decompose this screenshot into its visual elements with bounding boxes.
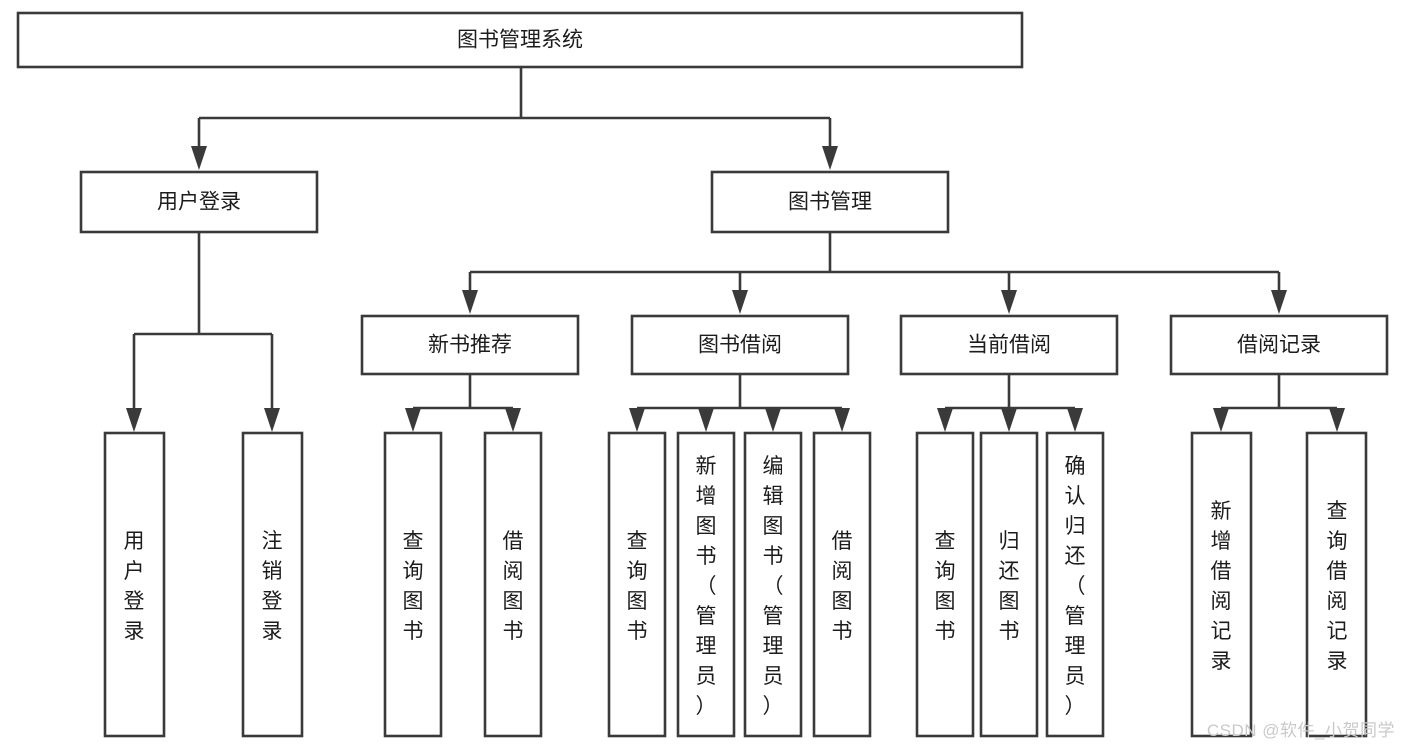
arrow-to-leaf-edit-book-admin [765,408,781,432]
node-leaf-user-logout[interactable]: 注销登录 [241,431,304,738]
arrow-to-leaf-user-logout [264,408,280,432]
leaf-borrow-book-2-box[interactable] [812,431,872,738]
book-borrow-label: 图书借阅 [698,334,782,357]
leaf-borrow-book-2-label: 借阅图书 [832,530,853,643]
arrow-to-user-login [191,146,207,170]
node-leaf-confirm-return-admin[interactable]: 确认归还（管理员） [1045,431,1105,738]
current-borrow-label: 当前借阅 [967,334,1051,357]
leaf-user-logout-box[interactable] [241,431,304,738]
leaf-borrow-book-1-label: 借阅图书 [503,530,524,643]
leaf-return-book-label: 归还图书 [999,530,1020,643]
arrow-to-book-manage [822,146,838,170]
leaf-user-login-box[interactable] [103,431,166,738]
book-manage-label: 图书管理 [788,191,872,214]
node-borrow-record[interactable]: 借阅记录 [1169,314,1389,376]
node-leaf-query-book-2[interactable]: 查询图书 [607,431,667,738]
node-current-borrow[interactable]: 当前借阅 [899,314,1119,376]
leaf-query-borrow-record-box[interactable] [1305,431,1368,738]
connector-layer [126,67,1345,432]
arrow-to-leaf-add-borrow-record [1213,408,1229,432]
node-user-login[interactable]: 用户登录 [79,170,319,234]
node-leaf-edit-book-admin[interactable]: 编辑图书（管理员） [743,431,803,738]
leaf-query-book-3-label: 查询图书 [935,530,956,643]
leaf-add-book-admin-label: 新增图书（管理员） [696,455,717,718]
leaf-query-book-2-box[interactable] [607,431,667,738]
arrow-to-leaf-query-book-2 [629,408,645,432]
leaf-edit-book-admin-box[interactable] [743,431,803,738]
leaf-query-book-1-box[interactable] [383,431,443,738]
node-root[interactable]: 图书管理系统 [16,11,1024,69]
arrow-to-leaf-user-login [126,408,142,432]
arrow-to-leaf-confirm-return-admin [1067,408,1083,432]
leaf-add-borrow-record-box[interactable] [1190,431,1253,738]
arrow-to-leaf-borrow-book-2 [834,408,850,432]
new-book-recommend-label: 新书推荐 [428,334,512,357]
node-leaf-query-book-3[interactable]: 查询图书 [915,431,975,738]
leaf-add-borrow-record-label: 新增借阅记录 [1211,500,1232,673]
leaf-return-book-box[interactable] [979,431,1039,738]
leaf-add-book-admin-box[interactable] [676,431,736,738]
leaf-user-login-label: 用户登录 [124,530,145,643]
arrow-to-leaf-query-borrow-record [1329,408,1345,432]
book-manage-box[interactable] [710,170,950,234]
current-borrow-box[interactable] [899,314,1119,376]
node-book-manage[interactable]: 图书管理 [710,170,950,234]
new-book-recommend-box[interactable] [360,314,580,376]
leaf-edit-book-admin-label: 编辑图书（管理员） [763,455,784,718]
borrow-record-box[interactable] [1169,314,1389,376]
arrow-to-current-borrow [1001,290,1017,314]
node-leaf-return-book[interactable]: 归还图书 [979,431,1039,738]
arrow-to-leaf-borrow-book-1 [505,408,521,432]
node-leaf-borrow-book-1[interactable]: 借阅图书 [483,431,543,738]
arrow-to-book-borrow [732,290,748,314]
node-leaf-add-book-admin[interactable]: 新增图书（管理员） [676,431,736,738]
arrow-to-leaf-query-book-3 [937,408,953,432]
leaf-confirm-return-admin-label: 确认归还（管理员） [1065,455,1086,718]
node-leaf-add-borrow-record[interactable]: 新增借阅记录 [1190,431,1253,738]
arrow-to-leaf-query-book-1 [405,408,421,432]
arrow-to-leaf-return-book [1001,408,1017,432]
leaf-query-borrow-record-label: 查询借阅记录 [1327,500,1348,673]
leaf-query-book-2-label: 查询图书 [627,530,648,643]
node-leaf-borrow-book-2[interactable]: 借阅图书 [812,431,872,738]
arrow-to-borrow-record [1271,290,1287,314]
leaf-query-book-3-box[interactable] [915,431,975,738]
node-leaf-query-book-1[interactable]: 查询图书 [383,431,443,738]
leaf-borrow-book-1-box[interactable] [483,431,543,738]
node-leaf-user-login[interactable]: 用户登录 [103,431,166,738]
arrow-to-new-book-recommend [462,290,478,314]
root-box[interactable] [16,11,1024,69]
user-login-label: 用户登录 [157,191,241,214]
leaf-confirm-return-admin-box[interactable] [1045,431,1105,738]
arrow-to-leaf-add-book-admin [698,408,714,432]
node-new-book-recommend[interactable]: 新书推荐 [360,314,580,376]
root-label: 图书管理系统 [457,29,583,52]
leaf-query-book-1-label: 查询图书 [403,530,424,643]
node-leaf-query-borrow-record[interactable]: 查询借阅记录 [1305,431,1368,738]
user-login-box[interactable] [79,170,319,234]
node-book-borrow[interactable]: 图书借阅 [630,314,850,376]
book-borrow-box[interactable] [630,314,850,376]
leaf-user-logout-label: 注销登录 [262,530,283,643]
borrow-record-label: 借阅记录 [1237,334,1321,357]
